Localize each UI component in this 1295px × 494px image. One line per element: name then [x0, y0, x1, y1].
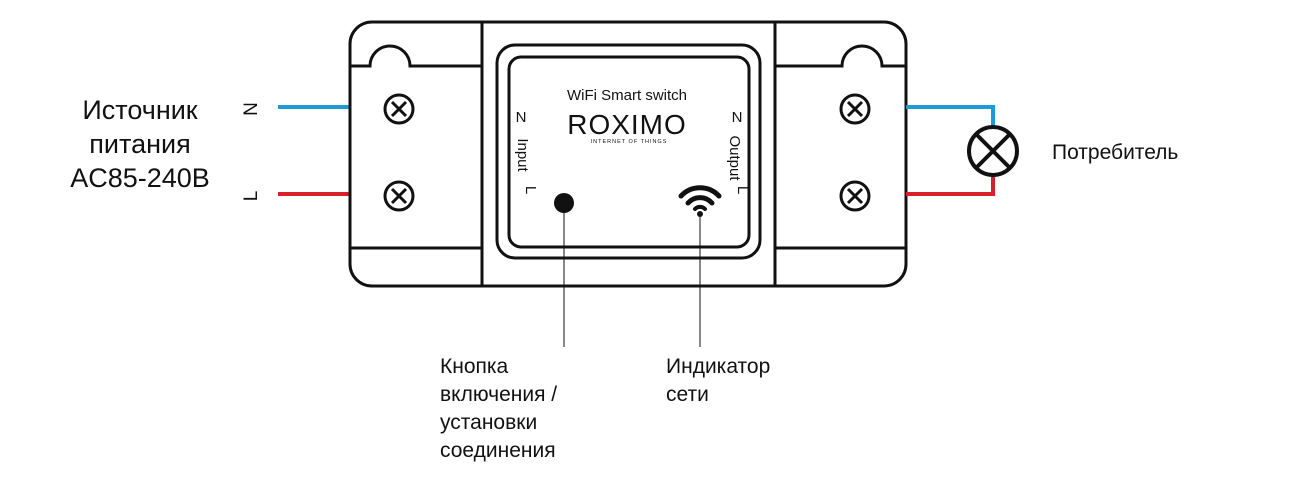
- button-callout: Кнопка включения / установки соединения: [440, 355, 557, 462]
- screw-terminal-icon: [383, 180, 415, 212]
- source-label-line-3: AC85-240В: [70, 163, 210, 193]
- button-icon[interactable]: [554, 193, 574, 213]
- load-label: Потребитель: [1052, 141, 1178, 164]
- module-panel-inner: [507, 55, 751, 249]
- output-marking: Output: [726, 135, 743, 181]
- housing-outline: [348, 20, 908, 288]
- lamp-icon: [967, 125, 1019, 177]
- brand-logo: ROXIMO INTERNET OF THINGS: [567, 109, 687, 145]
- left-terminal-block-top: [350, 44, 482, 68]
- power-source-label: Источник питания AC85-240В: [70, 95, 210, 193]
- input-wire-n-label: N: [241, 102, 262, 116]
- input-marking: Input: [514, 138, 531, 172]
- output-n-marking: N: [732, 109, 743, 126]
- module-title: WiFi Smart switch: [567, 87, 687, 104]
- indicator-callout: Индикатор сети: [666, 355, 770, 406]
- screw-terminal-icon: [383, 93, 415, 125]
- right-terminal-block-top: [775, 44, 906, 68]
- input-l-marking: L: [522, 186, 539, 194]
- screw-terminal-icon: [839, 180, 871, 212]
- button-callout-line-2: включения /: [440, 383, 557, 406]
- button-callout-line-1: Кнопка: [440, 355, 509, 378]
- indicator-callout-line-1: Индикатор: [666, 355, 770, 378]
- input-n-marking: N: [516, 109, 527, 126]
- output-line-wire: [906, 172, 995, 196]
- indicator-callout-line-2: сети: [666, 383, 709, 406]
- button-callout-line-3: установки: [440, 411, 537, 434]
- wifi-icon: [678, 185, 722, 217]
- device-housing: [348, 20, 908, 288]
- button-callout-line-4: соединения: [440, 439, 556, 462]
- source-label-line-1: Источник: [82, 95, 197, 125]
- source-label-line-2: питания: [89, 129, 190, 159]
- brand-tagline: INTERNET OF THINGS: [591, 139, 668, 145]
- module-panel-outer: [495, 43, 762, 260]
- output-neutral-wire: [906, 105, 995, 130]
- screw-terminal-icon: [839, 93, 871, 125]
- output-l-marking: L: [734, 186, 751, 194]
- brand-name: ROXIMO: [567, 109, 687, 140]
- input-wire-l-label: L: [241, 191, 262, 202]
